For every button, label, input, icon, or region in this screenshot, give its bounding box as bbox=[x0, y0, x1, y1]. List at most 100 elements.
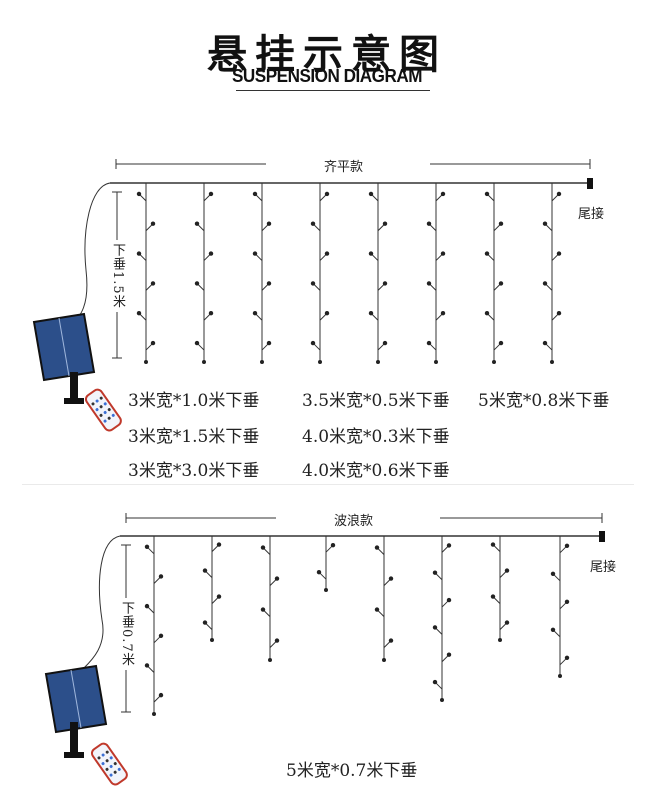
led-bulb bbox=[208, 311, 214, 316]
led-bulb bbox=[550, 627, 556, 632]
led-bulb bbox=[440, 311, 446, 316]
led-bulb bbox=[368, 191, 374, 197]
lead-cable bbox=[79, 535, 121, 673]
led-bulb bbox=[310, 281, 316, 286]
led-bulb bbox=[194, 221, 200, 226]
diagram-title-cn: 悬挂示意图 bbox=[207, 32, 447, 78]
led-bulb bbox=[202, 620, 208, 625]
led-bulb bbox=[490, 542, 496, 547]
led-bulb bbox=[542, 340, 548, 346]
led-bulb bbox=[152, 712, 156, 716]
led-bulb bbox=[484, 191, 490, 197]
led-bulb bbox=[556, 311, 562, 316]
led-bulb bbox=[440, 191, 446, 197]
led-bulb bbox=[194, 281, 200, 286]
led-bulb bbox=[426, 340, 432, 346]
led-bulb bbox=[388, 576, 394, 581]
solar-panel-unit bbox=[32, 312, 96, 382]
led-bulb bbox=[388, 638, 394, 643]
panel-seam bbox=[70, 669, 82, 729]
led-bulb bbox=[564, 543, 570, 548]
led-bulb bbox=[202, 360, 206, 364]
led-bulb bbox=[564, 599, 570, 604]
led-bulb bbox=[252, 191, 258, 197]
led-bulb bbox=[446, 652, 452, 657]
led-bulb bbox=[216, 542, 222, 547]
led-bulb bbox=[144, 603, 150, 609]
led-bulb bbox=[260, 360, 264, 364]
led-bulb bbox=[136, 191, 142, 197]
led-bulb bbox=[144, 663, 150, 668]
spec-item: 5米宽*0.7米下垂 bbox=[286, 761, 418, 781]
spec-item: 3米宽*3.0米下垂 bbox=[128, 461, 260, 481]
led-bulb bbox=[550, 360, 554, 364]
flush-style-label: 齐平款 bbox=[324, 160, 364, 175]
remote-button bbox=[95, 408, 99, 412]
led-bulb bbox=[490, 594, 496, 599]
led-bulb bbox=[432, 570, 438, 575]
remote-button bbox=[101, 753, 105, 757]
led-bulb bbox=[368, 251, 374, 256]
led-bulb bbox=[150, 281, 156, 286]
remote-button bbox=[91, 402, 95, 406]
led-bulb bbox=[374, 545, 380, 550]
led-bulb bbox=[158, 692, 164, 698]
remote-button bbox=[107, 408, 111, 412]
remote-control bbox=[84, 388, 122, 432]
remote-button bbox=[103, 419, 107, 423]
remote-button bbox=[103, 410, 107, 414]
led-bulb bbox=[208, 191, 214, 197]
led-bulb bbox=[260, 607, 266, 612]
title-underline bbox=[236, 90, 430, 91]
ground-stake bbox=[64, 752, 84, 758]
tail-connector-label: 尾接 bbox=[590, 560, 617, 575]
led-bulb bbox=[260, 545, 266, 550]
led-bulb bbox=[426, 281, 432, 286]
led-bulb bbox=[208, 251, 214, 256]
led-bulb bbox=[324, 191, 330, 197]
spec-item: 3米宽*1.5米下垂 bbox=[128, 427, 260, 447]
led-bulb bbox=[542, 281, 548, 286]
led-bulb bbox=[382, 340, 388, 346]
drop-length-label: 下垂0.7米 bbox=[117, 598, 136, 670]
spec-item: 3米宽*1.0米下垂 bbox=[128, 391, 260, 411]
led-bulb bbox=[216, 594, 222, 599]
ground-stake bbox=[70, 372, 78, 404]
led-bulb bbox=[558, 674, 562, 678]
led-bulb bbox=[144, 544, 150, 549]
spec-item: 4.0米宽*0.6米下垂 bbox=[302, 461, 450, 481]
led-bulb bbox=[504, 620, 510, 625]
led-bulb bbox=[324, 588, 328, 592]
led-bulb bbox=[376, 360, 380, 364]
remote-button bbox=[95, 399, 99, 403]
remote-button bbox=[107, 416, 111, 420]
led-bulb bbox=[498, 638, 502, 642]
diagram-title-en: SUSPENSION DIAGRAM bbox=[231, 66, 423, 86]
tail-connector bbox=[599, 531, 605, 542]
led-bulb bbox=[210, 638, 214, 642]
section-divider bbox=[22, 484, 634, 485]
remote-button bbox=[113, 762, 117, 766]
led-bulb bbox=[252, 311, 258, 316]
led-bulb bbox=[492, 360, 496, 364]
led-bulb bbox=[446, 597, 452, 603]
led-bulb bbox=[150, 221, 156, 226]
led-bulb bbox=[368, 311, 374, 316]
led-bulb bbox=[310, 221, 316, 226]
remote-button bbox=[105, 759, 109, 763]
led-bulb bbox=[498, 340, 504, 346]
wave-style-label: 波浪款 bbox=[334, 514, 374, 529]
led-bulb bbox=[252, 251, 258, 256]
remote-button bbox=[99, 413, 103, 417]
led-bulb bbox=[498, 281, 504, 286]
ground-stake bbox=[70, 722, 78, 758]
led-bulb bbox=[484, 311, 490, 316]
lead-cable bbox=[71, 182, 111, 323]
led-bulb bbox=[158, 574, 164, 579]
remote-button bbox=[117, 767, 121, 771]
led-bulb bbox=[426, 221, 432, 226]
drop-length-label: 下垂1.5米 bbox=[108, 240, 127, 312]
remote-button bbox=[111, 413, 115, 417]
remote-button bbox=[105, 750, 109, 754]
led-bulb bbox=[440, 698, 444, 702]
